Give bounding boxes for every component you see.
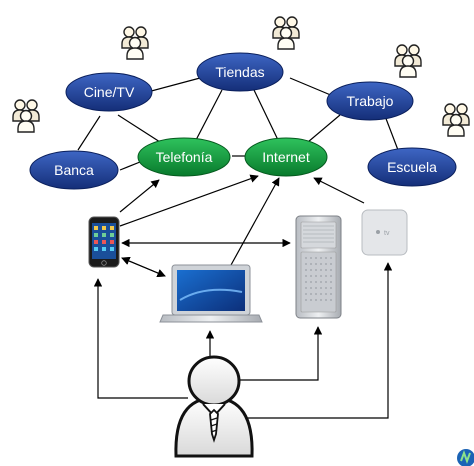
device-arrows — [119, 174, 365, 277]
node-label-tiendas: Tiendas — [215, 64, 264, 80]
node-label-cine-tv: Cine/TV — [84, 84, 135, 100]
node-internet: Internet — [244, 137, 328, 177]
iphone-icon — [88, 216, 120, 268]
node-escuela: Escuela — [367, 147, 457, 187]
node-label-internet: Internet — [262, 149, 310, 165]
node-label-trabajo: Trabajo — [347, 93, 394, 109]
user-avatar-icon — [174, 355, 254, 458]
node-label-escuela: Escuela — [387, 159, 437, 175]
node-trabajo: Trabajo — [326, 81, 414, 121]
macbook-icon — [159, 264, 263, 323]
corner-logo-icon — [457, 449, 474, 466]
node-tiendas: Tiendas — [196, 52, 284, 92]
apple-tv-icon: tv — [361, 209, 408, 256]
node-telefonia: Telefonía — [137, 137, 231, 177]
user-arrows — [93, 262, 393, 419]
mac-pro-icon — [295, 215, 342, 319]
node-cine-tv: Cine/TV — [65, 72, 153, 112]
network-links — [77, 77, 399, 171]
apple-tv-label: tv — [384, 230, 390, 237]
node-label-banca: Banca — [54, 162, 94, 178]
node-label-telefonia: Telefonía — [156, 149, 213, 165]
node-banca: Banca — [29, 150, 119, 190]
